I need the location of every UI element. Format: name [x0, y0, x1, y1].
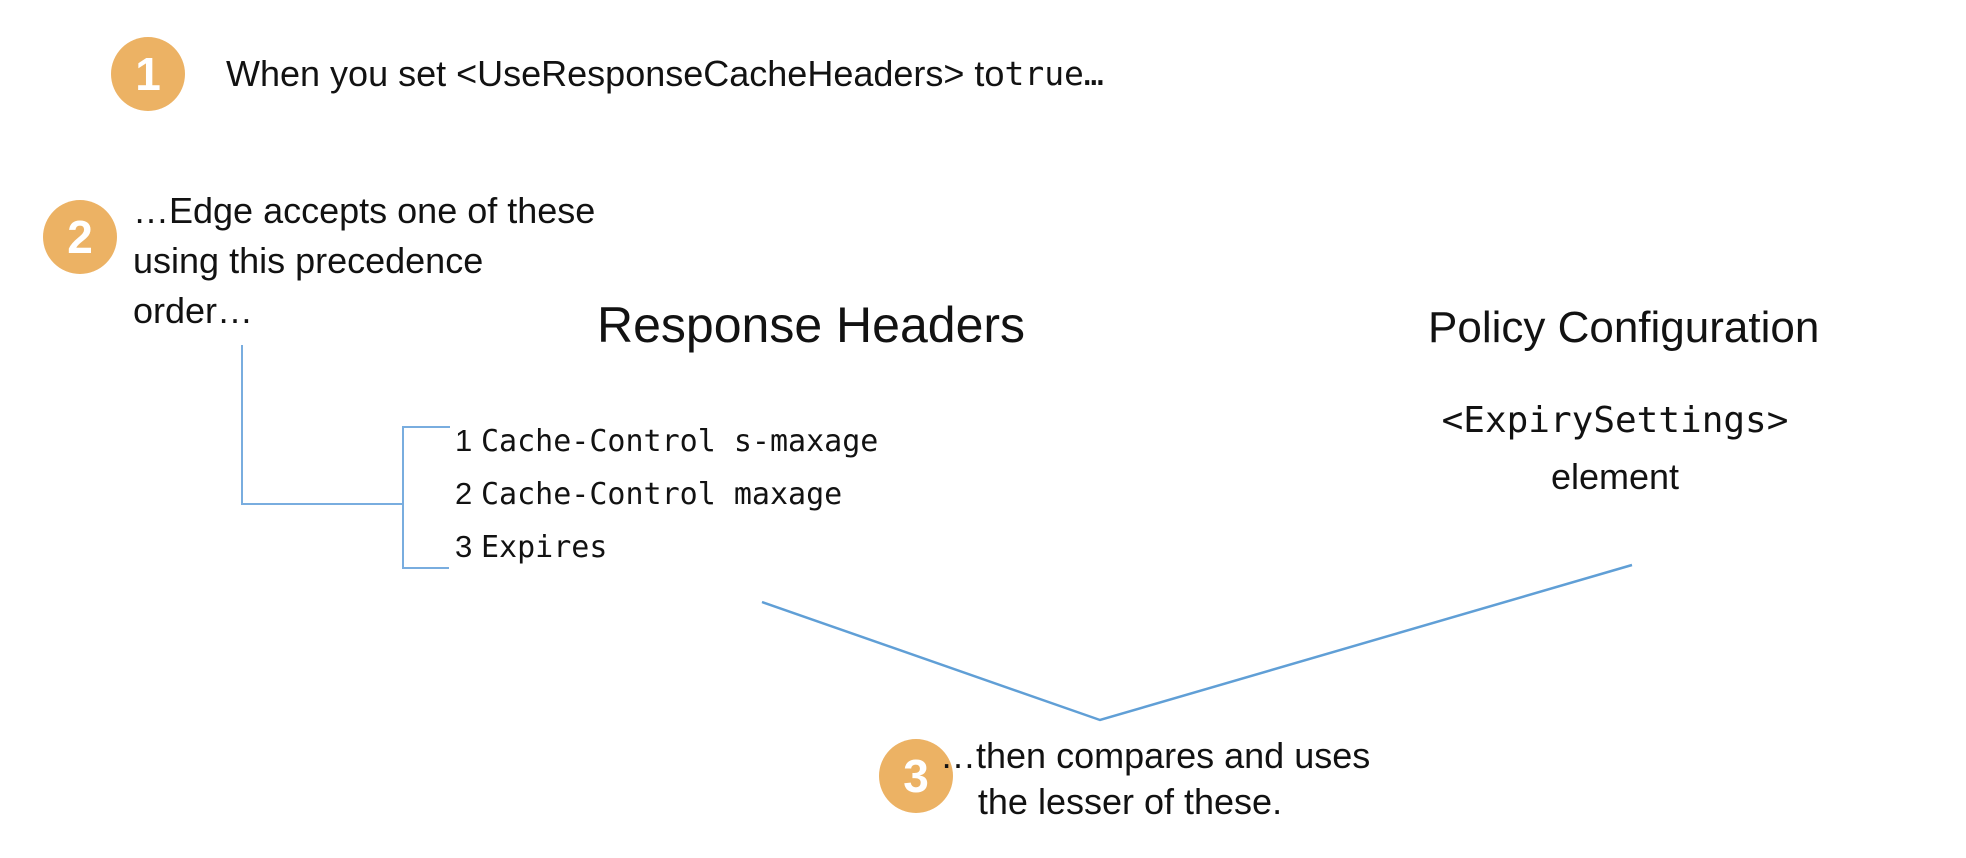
list-item-label: Cache-Control maxage — [481, 477, 843, 512]
response-headers-list: 1 Cache-Control s-maxage 2 Cache-Control… — [455, 414, 878, 573]
response-headers-title: Response Headers — [597, 297, 1026, 353]
list-item: 1 Cache-Control s-maxage — [455, 414, 878, 467]
list-item-number: 3 — [455, 529, 473, 564]
step-3-line-2: the lesser of these. — [977, 781, 1283, 822]
list-item-label: Expires — [481, 530, 608, 565]
step-2-line-3: order… — [133, 290, 254, 331]
step-2-line-1: …Edge accepts one of these — [133, 190, 596, 231]
compare-v-connector-line — [761, 563, 1633, 722]
step-3-text: …then compares and uses the lesser of th… — [940, 733, 1371, 825]
step-3-number: 3 — [903, 750, 929, 802]
step-3-line-1: …then compares and uses — [940, 735, 1371, 776]
step-2-line-2: using this precedence — [133, 240, 484, 281]
step-3-badge: 3 — [879, 739, 953, 813]
list-bracket-line — [402, 426, 450, 569]
step-1-text-prefix: When you set <UseResponseCacheHeaders> t… — [226, 53, 1005, 94]
step-1-text: When you set <UseResponseCacheHeaders> t… — [226, 37, 1104, 111]
list-item: 3 Expires — [455, 520, 878, 573]
policy-configuration-title: Policy Configuration — [1428, 303, 1820, 352]
list-item: 2 Cache-Control maxage — [455, 467, 878, 520]
list-item-label: Cache-Control s-maxage — [481, 424, 879, 459]
step-2-number: 2 — [67, 211, 93, 263]
list-item-number: 2 — [455, 476, 473, 511]
step2-to-list-connector-line — [241, 345, 403, 505]
step-1-number: 1 — [135, 48, 161, 100]
step-1-badge: 1 — [111, 37, 185, 111]
list-item-number: 1 — [455, 423, 473, 458]
step-2-badge: 2 — [43, 200, 117, 274]
step-2-text: …Edge accepts one of these using this pr… — [133, 186, 595, 336]
step-1-code-true: true… — [1004, 54, 1104, 93]
expiry-settings-code: <ExpirySettings> — [1441, 400, 1789, 441]
element-caption: element — [1550, 456, 1680, 497]
